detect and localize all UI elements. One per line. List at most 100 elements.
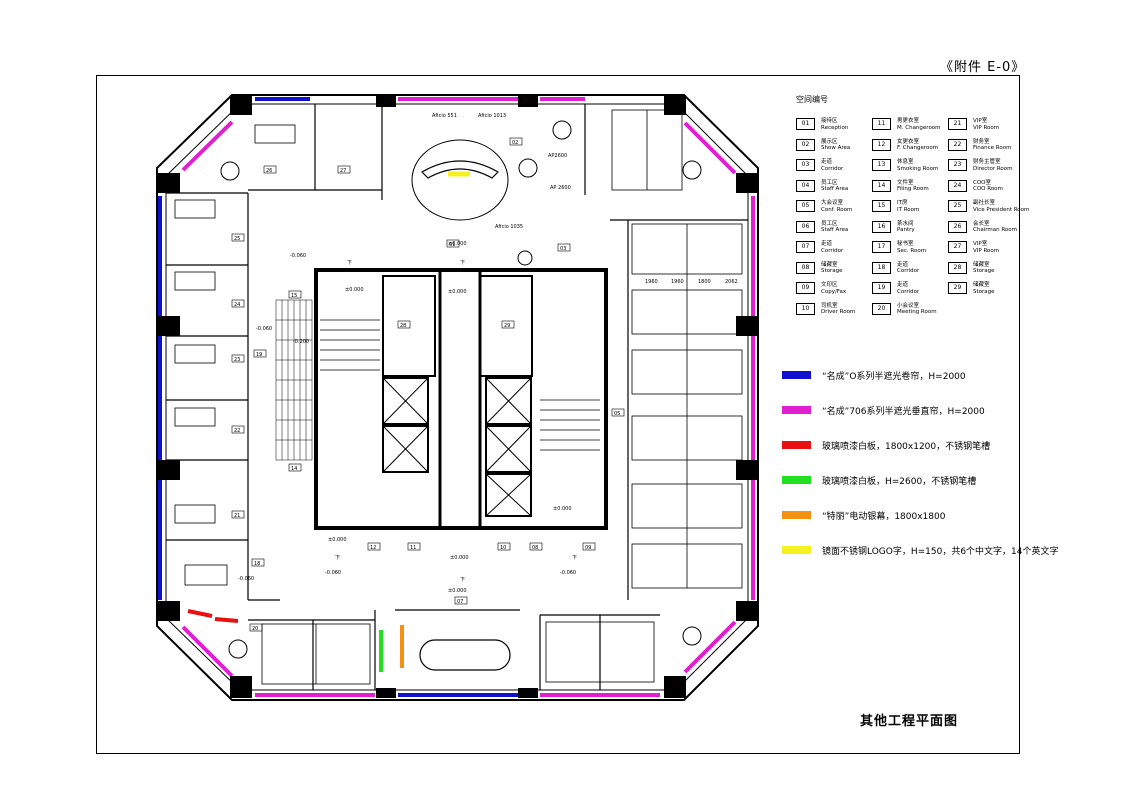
svg-text:28: 28	[400, 323, 406, 329]
svg-text:21: 21	[234, 513, 240, 519]
room-name-zh: 走道	[897, 282, 909, 288]
room-number: 20	[872, 302, 891, 315]
room-name-zh: 走道	[821, 241, 833, 247]
svg-text:29: 29	[504, 323, 510, 329]
svg-text:18: 18	[254, 561, 260, 567]
room-name-zh: 展示区	[821, 138, 838, 145]
room-name-zh: 文印区	[821, 282, 838, 288]
level-mark: ±0.000	[345, 287, 364, 293]
room-tag: 19	[253, 349, 267, 358]
room-name-zh: 茶水间	[897, 220, 914, 227]
dimension: 1800	[698, 279, 711, 285]
room-number: 28	[948, 261, 967, 274]
room-name-zh: 文件室	[897, 179, 914, 186]
curtain-magenta	[181, 120, 234, 172]
color-legend-item: “名成”O系列半遮光卷帘，H=2000	[782, 368, 1042, 382]
color-legend-item: 镜面不锈钢LOGO字，H=150，共6个中文字，14个英文字	[782, 543, 1059, 557]
color-legend-item: “特丽”电动银幕，1800x1800	[782, 508, 1042, 522]
room-tag: 18	[251, 558, 265, 567]
room-name-zh: 会长室	[973, 220, 990, 227]
room-number: 04	[796, 179, 815, 192]
room-name-en: VIP Room	[973, 124, 1000, 131]
svg-text:15: 15	[291, 293, 297, 299]
reception-desk	[421, 160, 499, 179]
color-legend-text: 玻璃喷漆白板，H=2600，不锈钢笔槽	[822, 476, 977, 487]
level-mark: -0.060	[325, 570, 341, 576]
printer-label: Aficio 1013	[478, 113, 506, 119]
room-number: 16	[872, 220, 891, 233]
room-name-en: Corridor	[897, 288, 920, 295]
room-number: 24	[948, 179, 967, 192]
room-number: 23	[948, 159, 967, 171]
room-name-en: Meeting Room	[897, 309, 937, 315]
room-name-en: COO Room	[973, 186, 1003, 192]
room-name-en: Storage	[973, 268, 995, 274]
color-legend-item: 玻璃喷漆白板，1800x1200，不锈钢笔槽	[782, 438, 1042, 452]
room-name-en: Copy/Fax	[821, 288, 847, 295]
svg-text:02: 02	[512, 140, 518, 146]
room-name-en: IT Room	[897, 206, 920, 213]
room-name-en: Show Area	[821, 145, 851, 151]
color-swatch	[782, 406, 811, 414]
room-name-zh: 休息室	[897, 159, 914, 165]
room-name-zh: 秘书室	[897, 241, 914, 247]
level-mark: -0.060	[290, 253, 306, 259]
dimension: 1960	[645, 279, 658, 285]
svg-text:26: 26	[266, 168, 272, 174]
building-outline	[156, 94, 759, 701]
svg-text:01: 01	[449, 242, 455, 248]
dimension: 2062	[725, 279, 738, 285]
room-name-en: Director Room	[973, 165, 1013, 172]
room-tag: 01	[446, 239, 460, 248]
room-name-en: Sec. Room	[897, 247, 927, 254]
svg-text:08: 08	[532, 545, 538, 551]
room-tag: 09	[582, 542, 596, 551]
down-mark: 下	[572, 555, 577, 561]
reception-rug	[411, 139, 509, 221]
room-name-en: Chairman Room	[973, 227, 1018, 233]
room-tag: 10	[497, 542, 511, 551]
room-name-zh: 男更衣室	[897, 118, 920, 124]
room-number: 19	[872, 282, 891, 294]
svg-text:10: 10	[500, 545, 506, 551]
room-name-en: Staff Area	[821, 186, 849, 192]
room-name-en: VIP Room	[973, 247, 1000, 254]
room-name-en: Driver Room	[821, 309, 856, 315]
room-name-en: Reception	[821, 124, 849, 131]
room-number: 22	[948, 138, 967, 151]
down-mark: 下	[335, 555, 340, 561]
room-number: 18	[872, 261, 891, 274]
level-mark: -0.060	[560, 570, 576, 576]
room-tag: 20	[249, 623, 263, 632]
room-tag: 28	[397, 320, 411, 329]
down-mark: 下	[460, 577, 465, 583]
room-number: 07	[796, 241, 815, 253]
level-mark: ±0.000	[328, 537, 347, 543]
svg-text:19: 19	[256, 352, 262, 358]
down-mark: 下	[347, 260, 352, 266]
color-legend-text: “特丽”电动银幕，1800x1800	[822, 511, 946, 522]
room-tag: 12	[367, 542, 381, 551]
svg-text:14: 14	[291, 466, 297, 472]
room-number: 02	[796, 138, 815, 151]
room-name-zh: 大会议室	[821, 200, 844, 206]
svg-text:03: 03	[560, 246, 566, 252]
room-name-zh: 财务室	[973, 138, 990, 145]
room-name-en: M. Changeroom	[897, 124, 941, 131]
room-name-zh: 副社长室	[973, 200, 996, 206]
whiteboard-red	[214, 617, 239, 623]
conference-table	[419, 639, 511, 671]
color-swatch	[782, 371, 811, 379]
room-tag: 14	[288, 463, 302, 472]
room-name-zh: 走道	[821, 159, 833, 165]
